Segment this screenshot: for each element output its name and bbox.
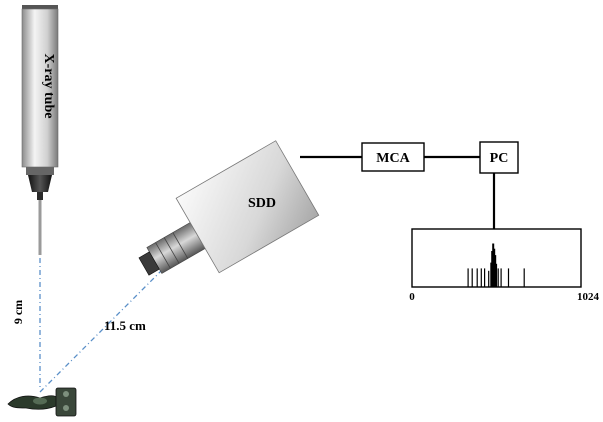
sdd-window xyxy=(138,251,160,276)
xray-tube-label: X-ray tube xyxy=(41,54,56,119)
sdd-label: SDD xyxy=(248,196,276,211)
sdd-detector: SDD xyxy=(138,140,320,276)
mca-box: MCA xyxy=(361,142,425,172)
distance-vertical-label: 9 cm xyxy=(11,300,25,324)
xray-tube: X-ray tube xyxy=(21,5,59,255)
connection-lines xyxy=(300,155,496,229)
tube-body xyxy=(21,8,59,168)
tube-window xyxy=(37,192,43,200)
pc-label: PC xyxy=(490,151,509,166)
sdd-body xyxy=(175,140,320,274)
beam-diagonal xyxy=(39,269,163,393)
beam-paths xyxy=(39,258,163,393)
distance-diagonal-label: 11.5 cm xyxy=(104,318,146,333)
spectrum-bars xyxy=(467,243,525,287)
tube-tip xyxy=(28,175,52,192)
spectrum-axis-min: 0 xyxy=(409,291,415,303)
tube-collar xyxy=(26,167,54,175)
tube-cap xyxy=(22,5,58,9)
spectrum-axis-max: 1024 xyxy=(577,291,600,303)
sample-object xyxy=(7,387,77,417)
spectrum-display: 0 1024 xyxy=(409,228,600,303)
pc-box: PC xyxy=(479,141,519,174)
mca-label: MCA xyxy=(376,151,410,166)
tube-needle xyxy=(38,200,42,255)
